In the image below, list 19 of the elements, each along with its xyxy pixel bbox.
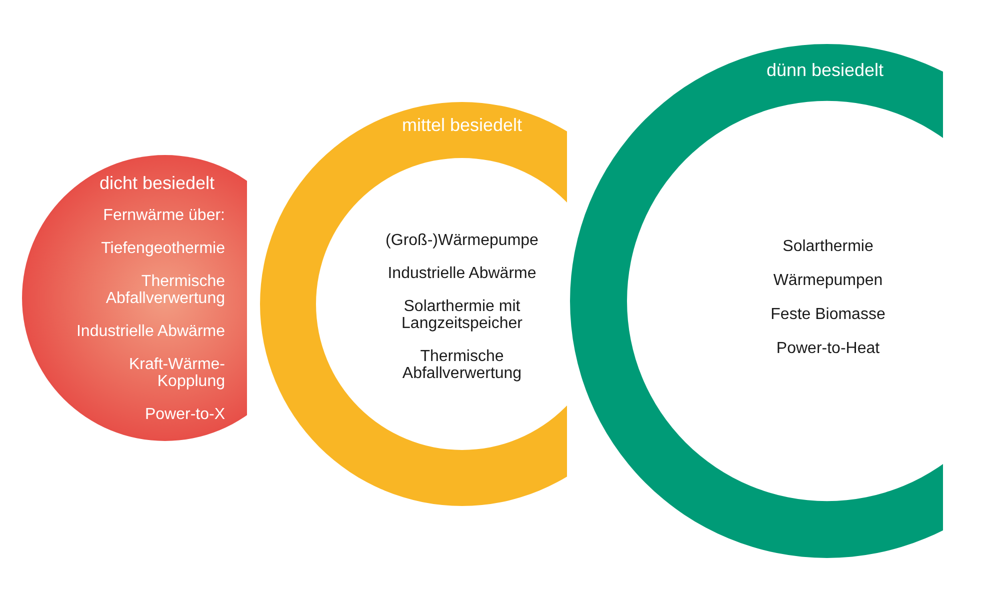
- list-item: Wärmepumpen: [773, 272, 883, 289]
- list-item: Industrielle Abwärme: [76, 323, 225, 340]
- ring-segment: [570, 44, 943, 558]
- list-item: Tiefengeothermie: [101, 240, 225, 257]
- heading: dünn besiedelt: [766, 60, 884, 80]
- list-item: Industrielle Abwärme: [388, 265, 536, 282]
- list-item: Solarthermie: [782, 238, 874, 255]
- list-item: Thermische Abfallverwertung: [106, 273, 225, 307]
- list-item: Power-to-X: [144, 406, 225, 423]
- list-item: Thermische Abfallverwertung: [402, 348, 522, 382]
- heading: mittel besiedelt: [402, 115, 522, 135]
- ring-segment: [260, 102, 567, 506]
- heading: dicht besiedelt: [99, 173, 215, 193]
- list-item: (Groß-)Wärmepumpe: [386, 232, 538, 249]
- list-item: Power-to-Heat: [776, 340, 880, 357]
- list-item: Solarthermie mit Langzeitspeicher: [402, 298, 522, 332]
- list-item: Feste Biomasse: [770, 306, 886, 323]
- list-item: Kraft-Wärme-Kopplung: [129, 356, 225, 390]
- subheading: Fernwärme über:: [103, 207, 225, 224]
